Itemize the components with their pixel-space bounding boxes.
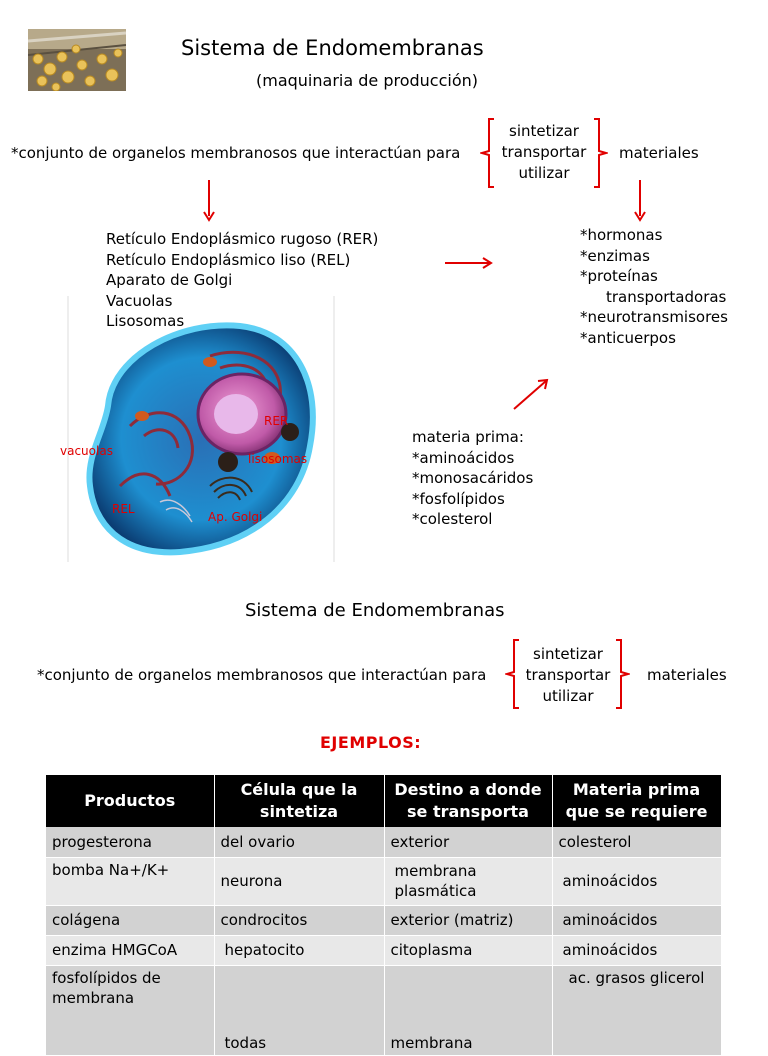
table-cell: hepatocito xyxy=(214,935,385,966)
table-cell: neurona xyxy=(214,857,385,906)
table-cell: colesterol xyxy=(552,827,722,858)
raw-monosacaridos: *monosacáridos xyxy=(412,469,534,487)
word-transportar: transportar xyxy=(501,143,587,161)
factory-thumbnail xyxy=(28,29,126,91)
action-words: sintetizar transportar utilizar xyxy=(494,121,594,184)
definition-text: *conjunto de organelos membranosos que i… xyxy=(11,144,461,162)
table-cell: del ovario xyxy=(214,827,385,858)
label-golgi: Ap. Golgi xyxy=(208,510,263,524)
organelle-golgi: Aparato de Golgi xyxy=(106,271,233,289)
header-destino: Destino a donde se transporta xyxy=(384,775,553,827)
arrow-up-right xyxy=(513,378,549,410)
table-cell: exterior (matriz) xyxy=(384,905,553,936)
table-cell: aminoácidos xyxy=(552,857,722,906)
materiales-label-2: materiales xyxy=(647,666,727,684)
word-transportar-2: transportar xyxy=(525,666,611,684)
table-cell: citoplasma xyxy=(384,935,553,966)
table-cell: enzima HMGCoA xyxy=(46,935,215,966)
product-enzimas: *enzimas xyxy=(580,246,650,265)
left-brace-2 xyxy=(505,639,519,709)
product-transportadoras: transportadoras xyxy=(606,287,727,306)
products-list: *hormonas *enzimas *proteínas transporta… xyxy=(580,225,728,348)
table-header-row: Productos Célula que la sintetiza Destin… xyxy=(46,775,722,827)
cell-diagram xyxy=(67,296,335,562)
organelle-rel: Retículo Endoplásmico liso (REL) xyxy=(106,250,351,269)
label-rel: REL xyxy=(112,502,135,516)
product-hormonas: *hormonas xyxy=(580,226,663,244)
label-lisosomas: lisosomas xyxy=(248,452,308,466)
action-words-2: sintetizar transportar utilizar xyxy=(518,644,618,707)
definition-text-2: *conjunto de organelos membranosos que i… xyxy=(37,666,487,684)
organelles-list: Retículo Endoplásmico rugoso (RER) Retíc… xyxy=(106,229,378,332)
raw-colesterol: *colesterol xyxy=(412,510,493,528)
table-cell: aminoácidos xyxy=(552,935,722,966)
arrow-right xyxy=(445,257,493,269)
section-title-2: Sistema de Endomembranas xyxy=(245,600,505,621)
table-cell: bomba Na+/K+ xyxy=(46,857,215,906)
word-utilizar-2: utilizar xyxy=(542,687,594,705)
table-row: bomba Na+/K+ neurona membrana plasmática… xyxy=(46,857,722,906)
product-anticuerpos: *anticuerpos xyxy=(580,328,676,347)
raw-material-title: materia prima: xyxy=(412,428,524,446)
page-title: Sistema de Endomembranas xyxy=(181,36,484,60)
table-cell: condrocitos xyxy=(214,905,385,936)
arrow-down-right xyxy=(634,180,646,222)
header-productos: Productos xyxy=(46,775,215,827)
examples-table: Productos Célula que la sintetiza Destin… xyxy=(46,775,722,1056)
table-row: enzima HMGCoA hepatocito citoplasma amin… xyxy=(46,935,722,966)
table-row: colágena condrocitos exterior (matriz) a… xyxy=(46,905,722,936)
organelle-vacuolas: Vacuolas xyxy=(106,291,173,310)
raw-aminoacidos: *aminoácidos xyxy=(412,448,515,467)
header-materia: Materia prima que se requiere xyxy=(552,775,722,827)
table-cell: progesterona xyxy=(46,827,215,858)
header-celula: Célula que la sintetiza xyxy=(214,775,385,827)
table-cell: exterior xyxy=(384,827,553,858)
raw-fosfolipidos: *fosfolípidos xyxy=(412,489,505,508)
organelle-lisosomas: Lisosomas xyxy=(106,312,185,330)
right-brace-2 xyxy=(616,639,630,709)
arrow-down-left xyxy=(203,180,215,222)
table-cell: todas xyxy=(214,965,385,1056)
table-cell: ac. grasos glicerol xyxy=(552,965,722,1056)
table-cell: membrana plasmática xyxy=(384,857,553,906)
ejemplos-heading: EJEMPLOS: xyxy=(320,733,422,752)
word-sintetizar: sintetizar xyxy=(509,122,579,140)
table-cell: aminoácidos xyxy=(552,905,722,936)
table-cell: fosfolípidos de membrana xyxy=(46,965,215,1056)
word-utilizar: utilizar xyxy=(518,164,570,182)
table-cell: colágena xyxy=(46,905,215,936)
word-sintetizar-2: sintetizar xyxy=(533,645,603,663)
table-row: fosfolípidos de membrana todas membrana … xyxy=(46,965,722,1056)
raw-materials-list: materia prima: *aminoácidos *monosacárid… xyxy=(412,427,533,530)
product-neurotransmisores: *neurotransmisores xyxy=(580,308,728,326)
materiales-label: materiales xyxy=(619,144,699,162)
cell-illustration: RER vacuolas lisosomas REL Ap. Golgi xyxy=(60,296,340,562)
table-cell: membrana xyxy=(384,965,553,1056)
pasta-factory-image xyxy=(28,29,126,91)
organelle-rer: Retículo Endoplásmico rugoso (RER) xyxy=(106,230,379,248)
table-row: progesterona del ovario exterior coleste… xyxy=(46,827,722,858)
page-subtitle: (maquinaria de producción) xyxy=(256,71,478,90)
label-rer: RER xyxy=(264,414,289,428)
product-proteinas: *proteínas xyxy=(580,267,658,285)
left-brace xyxy=(480,118,494,188)
label-vacuolas: vacuolas xyxy=(60,444,113,458)
right-brace xyxy=(594,118,608,188)
